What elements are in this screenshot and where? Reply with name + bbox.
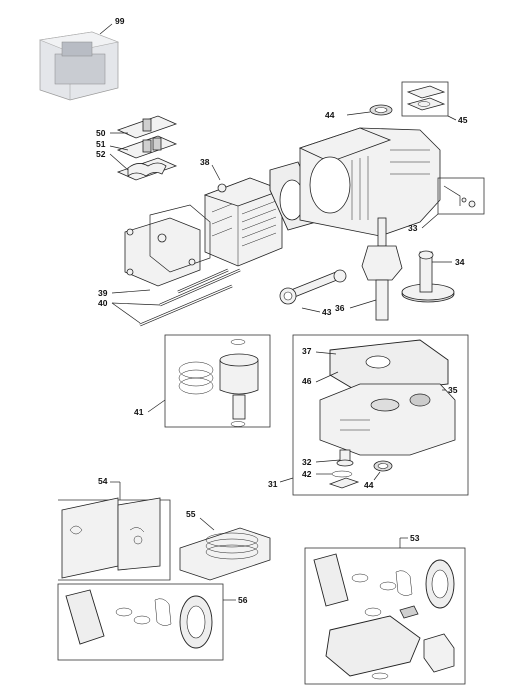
- callout-52: 52: [96, 149, 106, 159]
- callout-99: 99: [115, 16, 125, 26]
- callout-35: 35: [448, 385, 458, 395]
- part-valve-cover[interactable]: [124, 204, 211, 287]
- callout-37: 37: [302, 346, 312, 356]
- part-gasket-kit-54[interactable]: [58, 482, 171, 581]
- part-cylinder-block[interactable]: [298, 127, 441, 237]
- callout-46: 46: [302, 376, 312, 386]
- part-ring-set[interactable]: [179, 527, 271, 581]
- part-cylinder-head[interactable]: [203, 177, 284, 267]
- part-connecting-rod[interactable]: [279, 269, 347, 305]
- callout-40: 40: [98, 298, 108, 308]
- callout-39: 39: [98, 288, 108, 298]
- part-gasket-kit-45[interactable]: [401, 81, 449, 117]
- callout-55: 55: [186, 509, 196, 519]
- callout-44-bottom: 44: [364, 480, 374, 490]
- callout-53: 53: [410, 533, 420, 543]
- part-camshaft[interactable]: [401, 250, 455, 303]
- part-head-bolts[interactable]: [139, 268, 241, 327]
- callout-36: 36: [335, 303, 345, 313]
- callout-32: 32: [302, 457, 312, 467]
- part-small-hardware[interactable]: [328, 449, 393, 489]
- callout-38: 38: [200, 157, 210, 167]
- part-gasket-set-56[interactable]: [57, 583, 224, 661]
- part-gasket-set-53[interactable]: [304, 538, 466, 685]
- part-governor-bracket[interactable]: [437, 177, 485, 215]
- part-oil-seal-top[interactable]: [369, 104, 393, 116]
- callout-50: 50: [96, 128, 106, 138]
- callout-43: 43: [322, 307, 332, 317]
- callout-51: 51: [96, 139, 106, 149]
- callout-33: 33: [408, 223, 418, 233]
- callout-54: 54: [98, 476, 108, 486]
- callout-44-top: 44: [325, 110, 335, 120]
- callout-56: 56: [238, 595, 248, 605]
- callout-34: 34: [455, 257, 465, 267]
- callout-42: 42: [302, 469, 312, 479]
- callout-45: 45: [458, 115, 468, 125]
- part-valve-springs[interactable]: [116, 115, 178, 181]
- part-piston-kit[interactable]: [164, 334, 271, 428]
- callout-41: 41: [134, 407, 144, 417]
- callout-31: 31: [268, 479, 278, 489]
- part-crankshaft[interactable]: [361, 217, 403, 321]
- part-engine-assembly[interactable]: [38, 31, 120, 101]
- part-crankcase-kit[interactable]: [292, 334, 469, 496]
